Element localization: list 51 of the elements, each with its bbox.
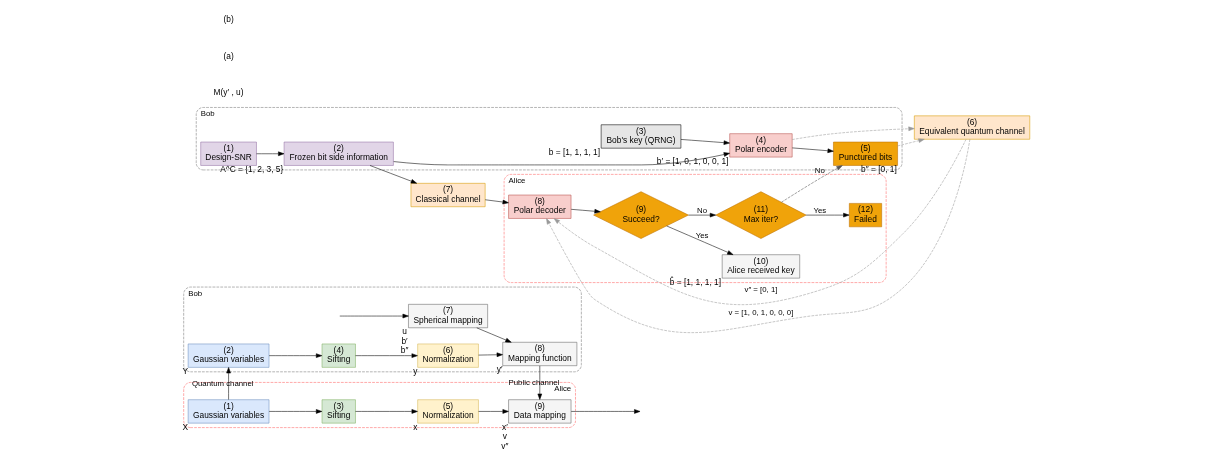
node-label: b′ = [1, 0, 1, 0, 0, 1] (656, 155, 729, 166)
node-diamond: (11) Max iter? (715, 191, 807, 239)
node-label: u (402, 326, 407, 337)
node-box: (12) Failed (849, 203, 882, 228)
arrow (355, 353, 418, 358)
arrow (570, 409, 641, 414)
arrow (537, 365, 543, 400)
arrow (268, 353, 323, 358)
node-box: (7) Spherical mapping (408, 304, 488, 329)
label: M(y′ , u) (213, 86, 244, 97)
node-box: (3) Bob's key (QRNG) (600, 124, 682, 149)
node-box: (3) Sifting (321, 399, 356, 424)
node-label: v (502, 431, 508, 442)
node-box: (6) Equivalent quantum channel (914, 115, 1031, 140)
node-box: (7) Classical channel (410, 183, 486, 207)
arrow (393, 152, 730, 166)
node-label: b′ (401, 335, 408, 346)
node-box: (8) Polar decoder (508, 194, 572, 219)
arrow (570, 209, 601, 214)
arrow (688, 212, 716, 218)
arrow (791, 126, 915, 140)
arrow (476, 327, 512, 343)
node-box: (2) Gaussian variables (187, 343, 270, 368)
arrow (666, 225, 734, 255)
node-box: (1) Design-SNR (200, 141, 257, 166)
arrow (478, 352, 503, 357)
arrow (805, 212, 850, 218)
node-label: y′ (496, 364, 503, 375)
arrow (339, 313, 409, 319)
arrow (355, 409, 418, 414)
arrow (478, 409, 509, 414)
node-label: b = [1, 1, 1, 1] (548, 146, 601, 157)
arrow (256, 151, 285, 156)
node-box: (1) Gaussian variables (187, 399, 270, 424)
arrow (268, 409, 323, 414)
arrow (680, 139, 730, 145)
node-label: v″ (501, 440, 509, 451)
label: (a) (223, 50, 234, 61)
arrow (897, 138, 925, 147)
arrow (792, 147, 834, 153)
node-box: (8) Mapping function (502, 342, 578, 366)
node-box: (2) Frozen bit side information (283, 141, 394, 166)
node-label: b″ (400, 345, 409, 356)
node-box: (4) Sifting (321, 343, 356, 368)
arrow (781, 165, 843, 203)
label: (b) (223, 14, 234, 25)
arrow (484, 199, 509, 205)
node-box: (10) Alice received key (721, 254, 800, 279)
arrow (369, 165, 417, 184)
node-box: (4) Polar encoder (729, 133, 793, 158)
arrow (226, 367, 231, 400)
